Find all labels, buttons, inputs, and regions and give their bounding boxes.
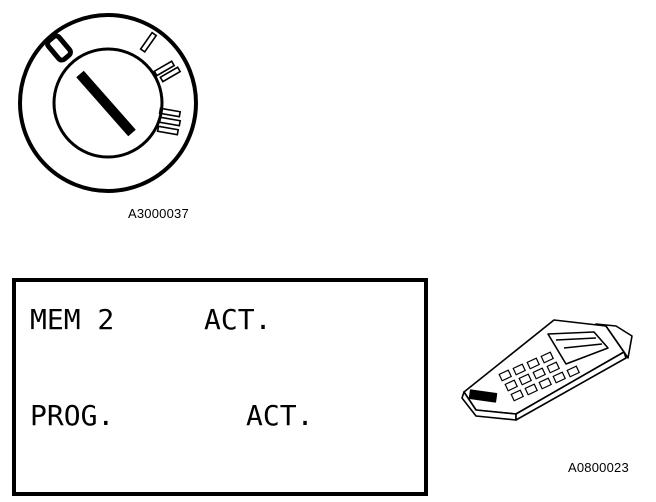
ignition-caption: A3000037 bbox=[128, 206, 189, 221]
position-2-mark bbox=[153, 60, 182, 83]
tester-keypad bbox=[498, 351, 581, 402]
position-3-mark bbox=[156, 107, 182, 136]
position-1-mark bbox=[139, 31, 158, 54]
tester-caption: A0800023 bbox=[568, 460, 629, 475]
display-row1-right: ACT. bbox=[204, 303, 272, 336]
display-panel: MEM 2 ACT. PROG. ACT. bbox=[12, 278, 428, 496]
display-row2-left: PROG. bbox=[30, 399, 115, 432]
display-row1-left: MEM 2 bbox=[30, 303, 115, 336]
ignition-switch-illustration bbox=[18, 13, 198, 193]
display-row2-right: ACT. bbox=[246, 399, 314, 432]
handheld-tester-illustration bbox=[461, 319, 633, 421]
key-slot bbox=[76, 70, 136, 137]
position-0-mark bbox=[45, 33, 73, 63]
tester-body bbox=[461, 319, 633, 421]
